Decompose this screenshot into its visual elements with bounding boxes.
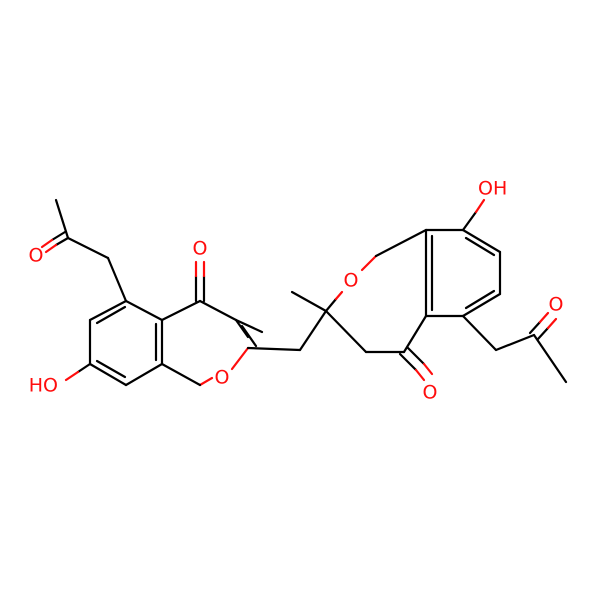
bond [64, 370, 80, 382]
bond [402, 314, 428, 354]
bond [230, 346, 250, 371]
bond [474, 198, 486, 214]
bond [66, 236, 110, 260]
bond [334, 290, 344, 301]
bond [124, 299, 164, 322]
bond [532, 333, 568, 384]
bond [50, 230, 67, 242]
bond [44, 243, 58, 254]
atom-label-ketone-oxygen-left: O [193, 238, 208, 260]
atom-label-hydroxy-right: OH [478, 178, 507, 200]
bond [240, 324, 258, 348]
bond [88, 299, 128, 322]
bond [528, 320, 542, 335]
bond [324, 309, 368, 354]
atom-label-ketone-oxygen-right: O [423, 382, 438, 404]
bond [324, 297, 338, 313]
bond [198, 299, 238, 322]
bond [54, 198, 70, 240]
bond [536, 326, 550, 341]
bond [406, 346, 426, 366]
bond [54, 236, 70, 247]
bond [298, 309, 328, 352]
bond [95, 305, 127, 325]
bond [234, 318, 250, 339]
bond [494, 333, 536, 352]
bond [160, 362, 202, 387]
bond [461, 228, 502, 254]
bond [234, 318, 264, 334]
bond [160, 299, 202, 322]
bond [88, 362, 128, 387]
bond [461, 292, 502, 318]
bond [374, 228, 428, 258]
atom-label-acetonyl-oxygen-right: O [549, 294, 564, 316]
bond [464, 289, 496, 310]
bond [546, 317, 558, 330]
bond [106, 256, 128, 303]
bond [198, 376, 214, 387]
bond [360, 254, 378, 272]
bond [461, 314, 498, 352]
bond [124, 362, 164, 387]
bond [414, 368, 426, 382]
atom-label-hydroxy-left: HO [29, 375, 58, 397]
bond [95, 359, 127, 379]
atom-label-acetonyl-oxygen-left: O [29, 245, 44, 267]
atom-label-ring-oxygen-left: O [215, 367, 230, 389]
bond [290, 290, 328, 313]
bond [398, 352, 418, 372]
bond [464, 236, 496, 257]
bond [246, 346, 302, 352]
bond [40, 238, 54, 249]
bond [461, 210, 478, 232]
bond [422, 362, 434, 376]
bond [76, 362, 92, 374]
bond [538, 311, 550, 324]
atom-label-ring-oxygen-right: O [344, 270, 359, 292]
